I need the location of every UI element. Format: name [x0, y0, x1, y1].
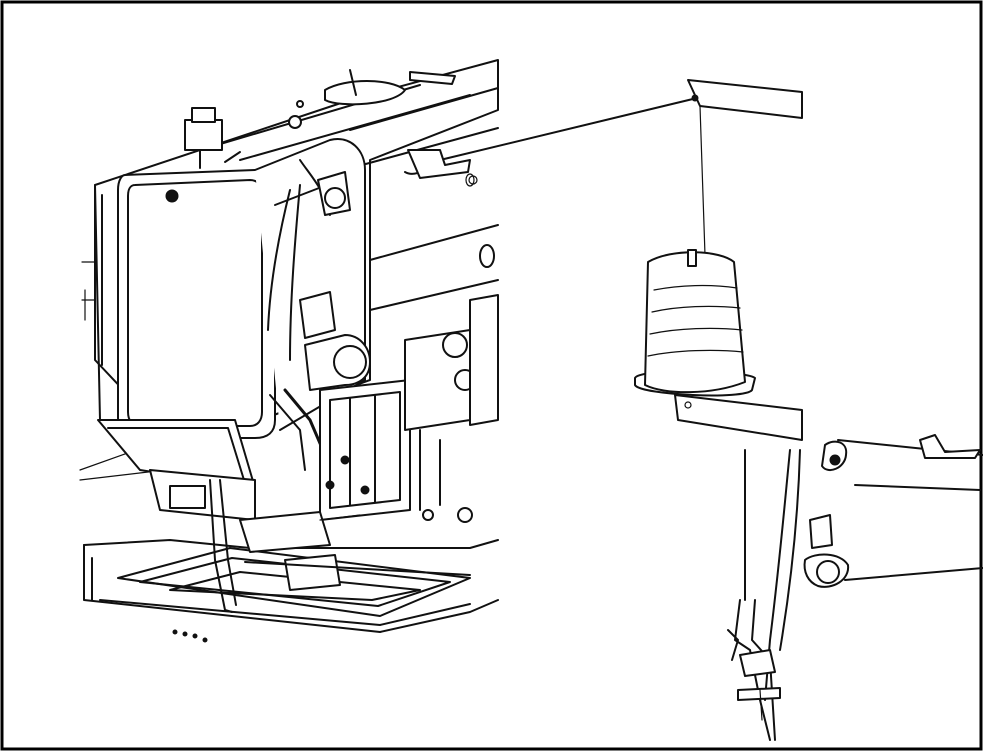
- thread-stand: [634, 79, 803, 441]
- spool-pin: [687, 249, 697, 267]
- work-clamp-frame: [117, 547, 471, 643]
- presser-mechanism: [319, 294, 499, 523]
- thread-stand-bottom-arm: [674, 394, 803, 441]
- head-detail-view: [727, 434, 983, 741]
- detail-tension-bracket: [919, 434, 981, 459]
- arm-screw-hole: [468, 175, 478, 185]
- thread-stand-top-arm: [687, 79, 803, 119]
- sewing-machine-main-view: [79, 59, 499, 643]
- presser-foot-assembly: [97, 419, 471, 613]
- thread-tension-bracket: [407, 149, 471, 179]
- spool-thread: [699, 105, 706, 256]
- thread-guides: [267, 159, 371, 471]
- thread-cone: [644, 251, 746, 394]
- thread-guide-eyelet: [691, 94, 699, 102]
